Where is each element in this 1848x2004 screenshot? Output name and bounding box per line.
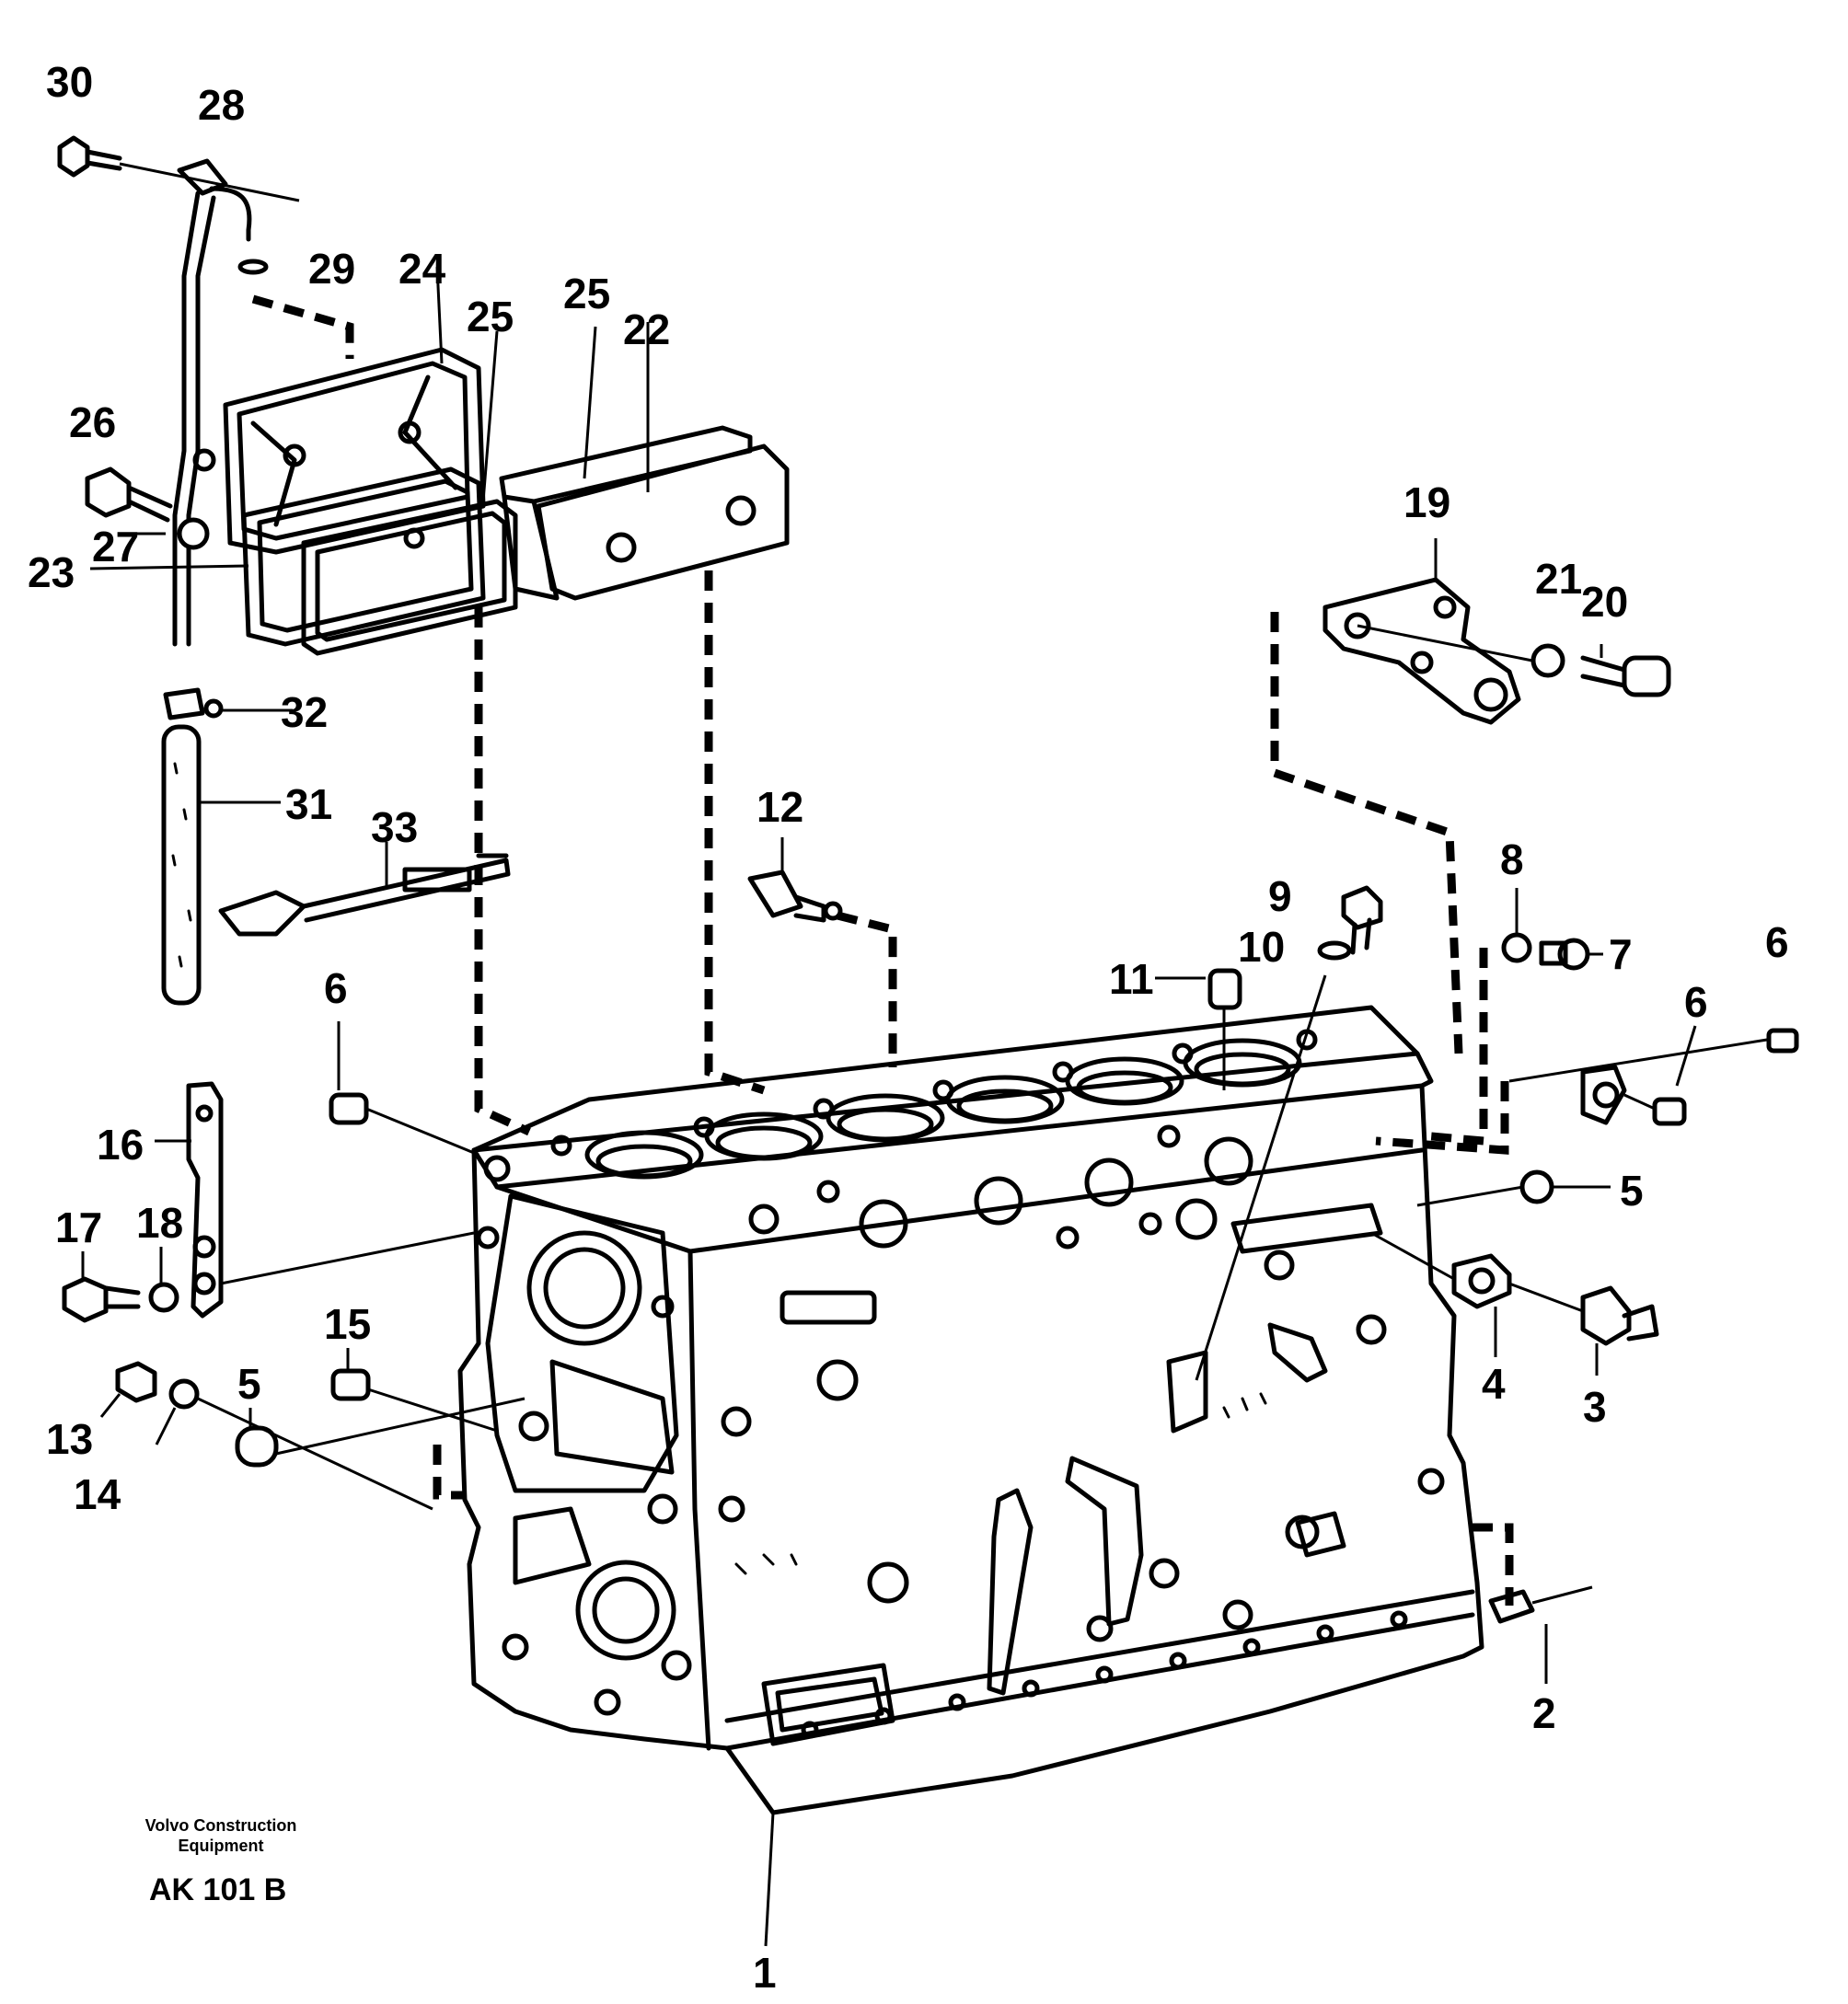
callout-12: 12 [757,783,803,831]
o-ring-29 [237,259,269,275]
adapter-4 [1451,1253,1512,1309]
plug-5-right [1519,1169,1554,1204]
brand-line-1: Volvo Construction [145,1816,297,1835]
callout-28: 28 [198,81,245,129]
dipstick-33 [218,853,511,937]
callout-7: 7 [1609,930,1633,978]
plug-6-left [329,1092,369,1125]
bolt-20 [1580,655,1671,697]
washer-18 [148,1282,179,1313]
callout-24: 24 [398,245,446,293]
callout-5-left: 5 [237,1360,261,1408]
callout-3: 3 [1583,1383,1607,1431]
callout-19: 19 [1403,478,1450,526]
side-cover-22 [536,443,790,601]
clamp-32 [163,687,224,720]
bolt-26 [85,466,173,523]
callout-6-left: 6 [324,964,348,1012]
threaded-plug-6-right [1580,1065,1687,1126]
gasket-25-left [241,466,486,647]
plug-13 [115,1361,157,1403]
callout-6-right: 6 [1684,978,1708,1026]
footer: Volvo Construction Equipment AK 101 B [145,1816,297,1907]
bracket-16 [186,1081,224,1319]
callout-11: 11 [1109,955,1154,1003]
callout-6-far-right: 6 [1765,918,1789,966]
callout-14: 14 [74,1470,121,1518]
callout-27: 27 [92,523,139,570]
callout-4: 4 [1482,1360,1506,1408]
callout-29: 29 [308,245,355,293]
callout-2: 2 [1532,1689,1556,1737]
callout-10: 10 [1238,923,1285,971]
washer-10 [1317,940,1352,961]
callout-25-left: 25 [467,293,514,340]
sleeve-11 [1207,968,1242,1010]
callout-26: 26 [69,398,116,446]
lifting-bracket-19 [1322,577,1521,725]
callout-21: 21 [1535,555,1582,603]
washer-14 [168,1378,200,1410]
callout-9: 9 [1268,872,1292,920]
callout-33: 33 [371,803,418,851]
figure-code: AK 101 B [149,1872,286,1907]
bolt-17 [62,1276,141,1323]
callout-8: 8 [1500,835,1524,883]
callout-22: 22 [623,305,670,353]
washer-27 [177,517,210,550]
callout-25-right: 25 [563,270,610,317]
callout-32: 32 [281,688,328,736]
washer-8 [1501,932,1532,963]
callout-1: 1 [753,1949,777,1997]
callout-17: 17 [55,1204,102,1251]
callout-23: 23 [28,548,75,596]
brand-line-2: Equipment [179,1837,264,1855]
callout-labels: 30 28 29 24 25 25 22 26 27 23 32 31 33 1… [28,58,1789,1997]
callout-20: 20 [1581,578,1628,626]
callout-16: 16 [97,1121,144,1169]
plug-5-left [235,1425,279,1468]
callout-13: 13 [46,1415,93,1463]
callout-15: 15 [324,1300,371,1348]
callout-5-right: 5 [1620,1167,1644,1215]
sensor-12 [747,870,843,923]
callout-18: 18 [136,1199,183,1247]
callout-30: 30 [46,58,93,106]
plug-15 [330,1368,371,1401]
breather-pipe-28 [172,158,252,647]
washer-21 [1530,643,1565,678]
bolt-30 [57,135,122,178]
oil-pan-flange-holes [801,1610,1408,1739]
plug-6-right-top [1766,1028,1799,1054]
engine-block [457,1005,1484,1815]
cover-plate-23 [301,499,518,656]
tube-31 [161,724,202,1006]
callout-31: 31 [285,780,332,828]
valve-3 [1580,1285,1659,1346]
plug-9 [1341,885,1383,955]
plug-7 [1539,938,1590,971]
